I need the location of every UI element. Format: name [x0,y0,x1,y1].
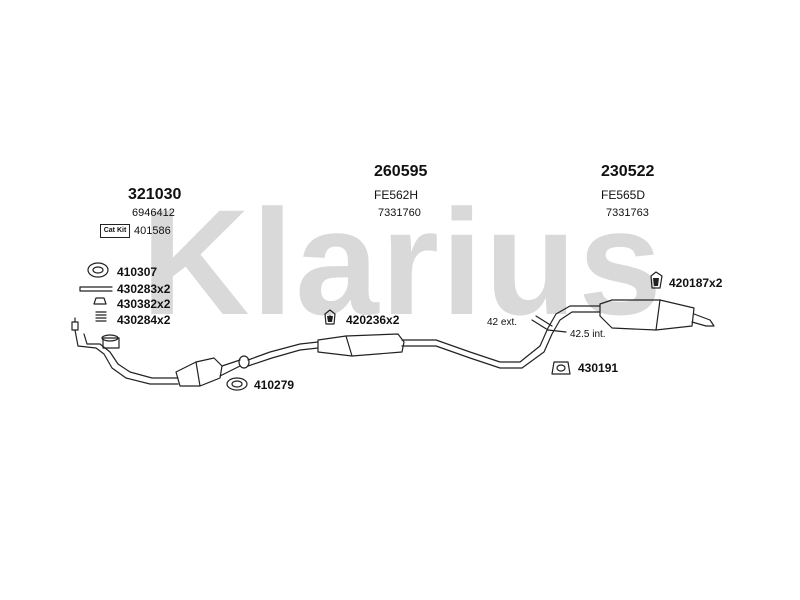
fitting-430382: 430382x2 [117,297,171,311]
ext-note: 42 ext. [487,317,518,328]
rear-mount: 420187x2 [669,276,723,290]
front-part-number: 321030 [128,186,182,203]
catalytic-converter [175,357,241,387]
middle-silencer [317,305,601,369]
middle-part-number: 260595 [374,163,428,180]
middle-oe-ref: 7331760 [378,207,421,219]
fitting-410279: 410279 [254,378,295,392]
fitting-430284: 430284x2 [117,313,171,327]
int-note: 42.5 int. [570,329,606,340]
front-oe-ref: 6946412 [132,207,175,219]
middle-code: FE562H [374,188,419,202]
front-downpipe [74,329,179,385]
klarius-watermark: Klarius [141,192,664,332]
rear-clamp: 430191 [578,361,619,375]
fitting-410307: 410307 [117,265,158,279]
hanger-fills [327,278,659,322]
rear-code: FE565D [601,188,646,202]
fitting-icons [71,262,663,391]
pipe-cut-marks [531,315,567,333]
cat-kit-part: 401586 [134,225,171,237]
rear-part-number: 230522 [601,163,655,180]
fitting-430283: 430283x2 [117,282,171,296]
middle-mount: 420236x2 [346,313,400,327]
flange-joint [238,341,319,369]
rear-silencer [599,299,715,331]
cat-kit-badge: Cat Kit [100,224,130,238]
rear-oe-ref: 7331763 [606,207,649,219]
